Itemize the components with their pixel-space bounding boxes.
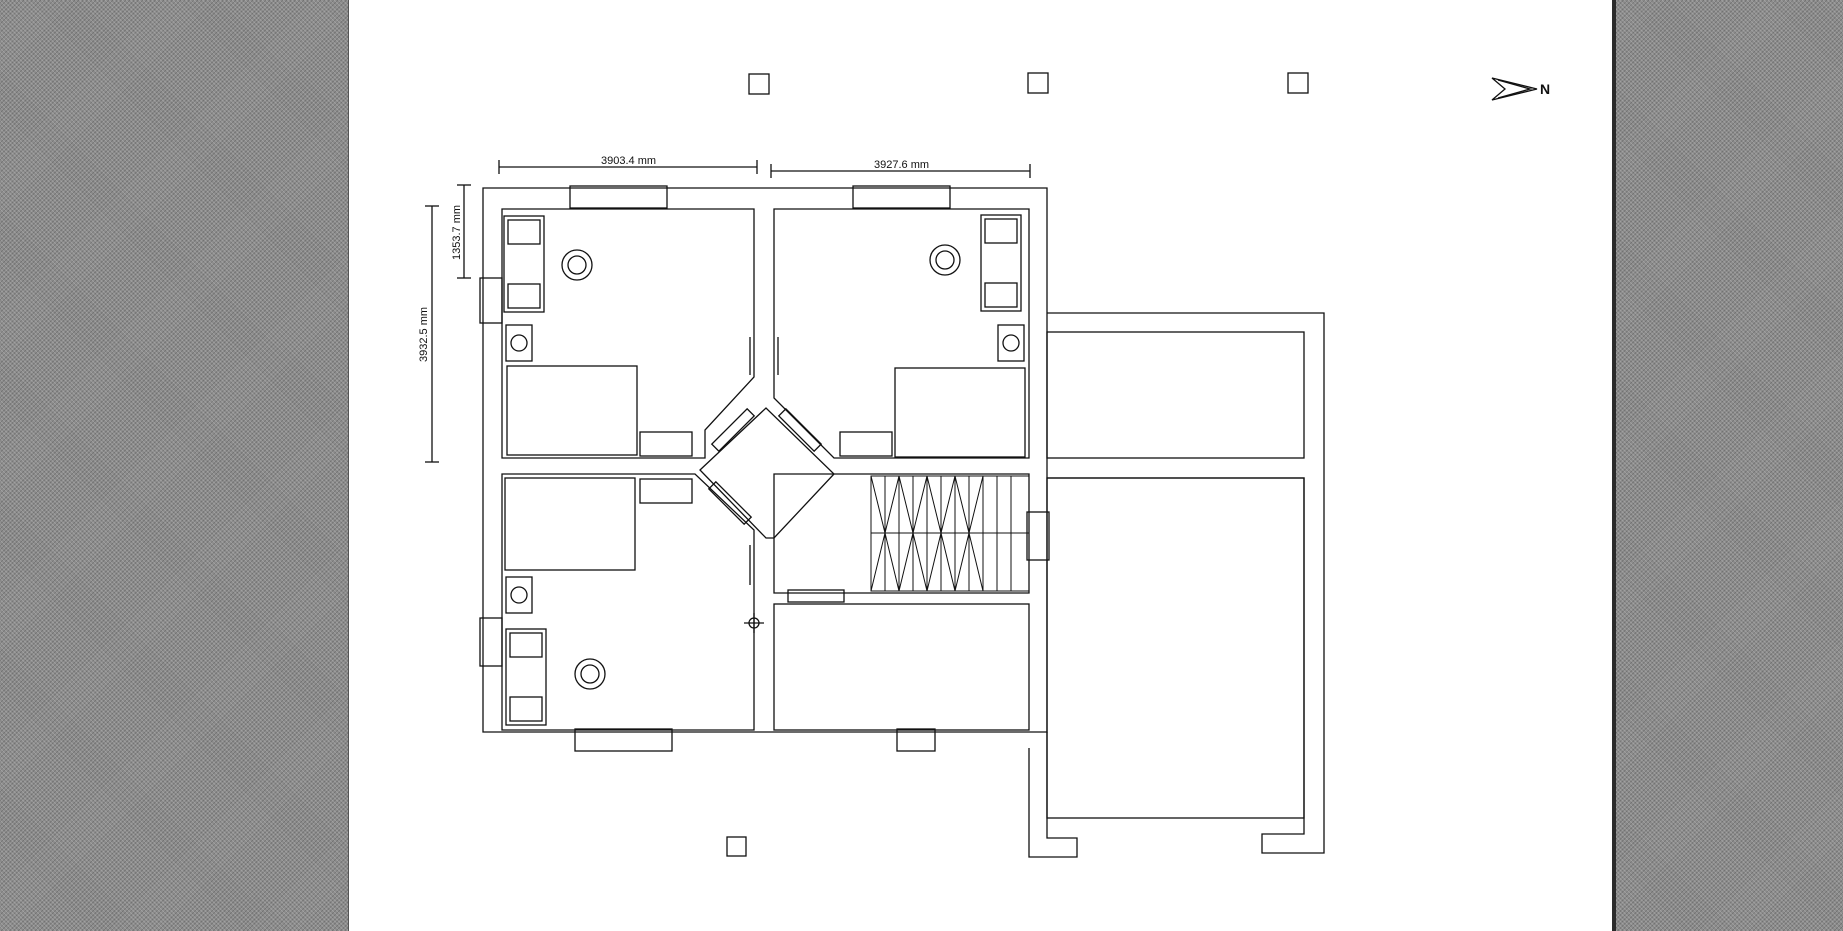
desk[interactable] [639, 478, 693, 504]
dimension-line-left-small[interactable] [457, 184, 471, 279]
central-corridor[interactable] [699, 407, 835, 539]
staircase[interactable] [870, 475, 1030, 592]
window[interactable] [569, 185, 668, 209]
chair-icon[interactable] [561, 249, 593, 281]
chair-icon[interactable] [574, 658, 606, 690]
annex-wall-lower[interactable] [1028, 732, 1078, 858]
window[interactable] [852, 185, 951, 209]
nightstand[interactable] [505, 324, 533, 362]
plant-icon [510, 334, 528, 352]
north-arrow-icon [1491, 77, 1538, 101]
desk[interactable] [639, 431, 693, 457]
desk[interactable] [839, 431, 893, 457]
column-marker[interactable] [726, 836, 747, 857]
column-marker[interactable] [1027, 72, 1049, 94]
north-label: N [1540, 81, 1550, 97]
chair-icon[interactable] [929, 244, 961, 276]
sofa[interactable] [503, 215, 545, 313]
room-top-right[interactable] [773, 208, 1030, 459]
dimension-line-top-right[interactable] [770, 164, 1031, 178]
door[interactable] [777, 407, 823, 453]
dimension-label-top-right: 3927.6 mm [874, 159, 929, 171]
sofa[interactable] [980, 214, 1022, 312]
nightstand[interactable] [505, 576, 533, 614]
nightstand[interactable] [997, 324, 1025, 362]
room-top-left[interactable] [501, 208, 755, 459]
stair-hall[interactable] [773, 473, 1030, 594]
window[interactable] [479, 617, 503, 667]
window[interactable] [896, 728, 936, 752]
bed[interactable] [506, 365, 638, 456]
annex-room-lower[interactable] [1046, 477, 1305, 819]
column-marker[interactable] [748, 73, 770, 95]
window[interactable] [1026, 511, 1050, 561]
sheet-edge [1612, 0, 1616, 931]
dimension-label-top-left: 3903.4 mm [601, 155, 656, 167]
door[interactable] [707, 480, 753, 526]
dimension-line-left-large[interactable] [425, 205, 439, 463]
dimension-line-top-left[interactable] [498, 160, 758, 174]
room-bottom-right[interactable] [773, 603, 1030, 731]
annex-outer-wall[interactable] [1047, 312, 1325, 854]
dimension-label-left-small: 1353.7 mm [451, 205, 463, 260]
bed[interactable] [894, 367, 1026, 458]
plant-icon [510, 586, 528, 604]
sofa[interactable] [505, 628, 547, 726]
room-bottom-left[interactable] [501, 473, 755, 731]
annex-room-upper[interactable] [1046, 331, 1305, 459]
drawing-sheet [348, 0, 1613, 931]
bed[interactable] [504, 477, 636, 571]
plant-icon [1002, 334, 1020, 352]
column-marker[interactable] [1287, 72, 1309, 94]
window[interactable] [479, 277, 503, 324]
outer-wall[interactable] [482, 187, 1048, 733]
crosshair-icon[interactable] [744, 613, 764, 633]
window[interactable] [574, 728, 673, 752]
dimension-label-left-large: 3932.5 mm [418, 307, 430, 362]
door[interactable] [787, 589, 845, 603]
door[interactable] [710, 407, 756, 453]
